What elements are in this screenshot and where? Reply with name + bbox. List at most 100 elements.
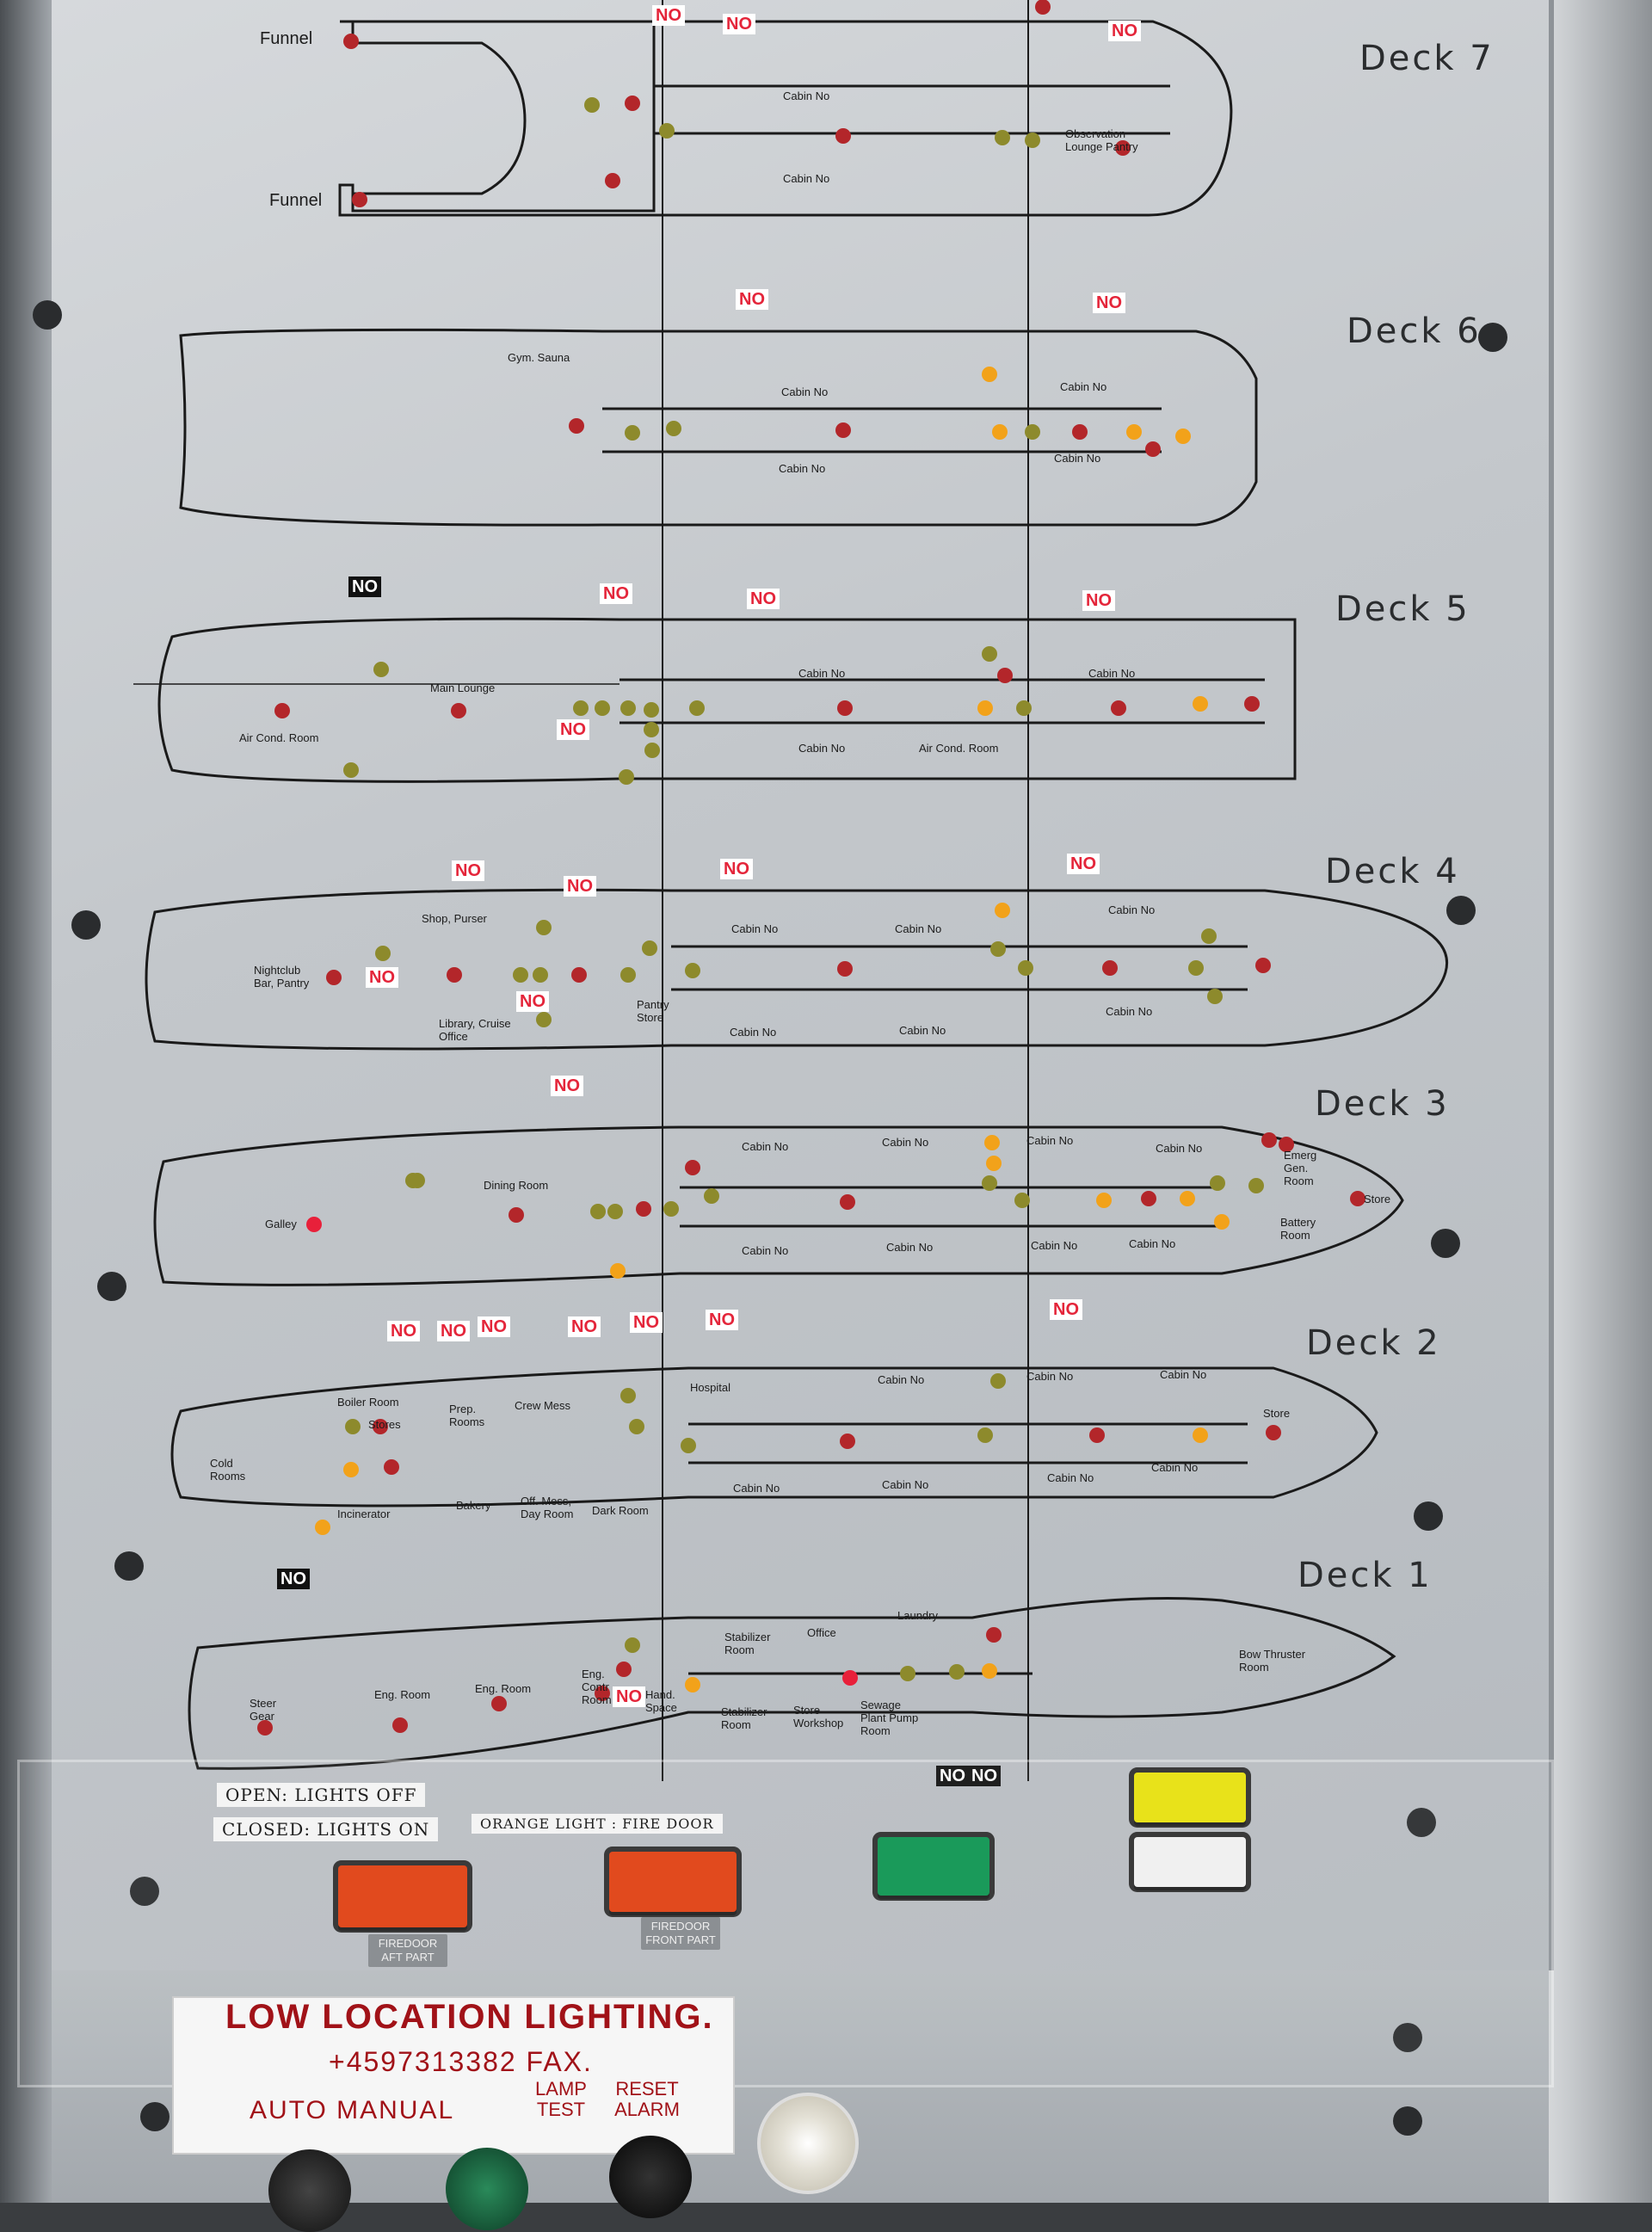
cabin-label: Cabin No bbox=[733, 1482, 780, 1495]
room-label: Nightclub Bar, Pantry bbox=[254, 964, 310, 990]
room-label: Hospital bbox=[690, 1381, 730, 1394]
deck6-outline bbox=[179, 328, 1258, 527]
cabin-label: Cabin No bbox=[1031, 1239, 1078, 1252]
no-marker: NO bbox=[348, 576, 381, 597]
cabin-label: Cabin No bbox=[742, 1140, 789, 1153]
sign-fax: +4597313382 FAX. bbox=[329, 2046, 593, 2077]
deck2-outline bbox=[170, 1366, 1378, 1508]
no-marker: NO bbox=[1082, 590, 1115, 611]
no-marker: NO bbox=[478, 1316, 510, 1337]
no-marker: NO bbox=[564, 876, 596, 897]
room-label: Shop, Purser bbox=[422, 912, 487, 925]
cabin-label: Cabin No bbox=[1026, 1370, 1074, 1383]
deck-1-title: Deck 1 bbox=[1298, 1556, 1433, 1595]
room-label: Pantry Store bbox=[637, 998, 669, 1024]
room-label: Laundry bbox=[897, 1609, 938, 1622]
firedoor-front-plate: FIREDOOR FRONT PART bbox=[641, 1917, 720, 1950]
lamp-test-button[interactable] bbox=[878, 1837, 989, 1896]
no-marker: NO bbox=[968, 1766, 1001, 1786]
cabin-label: Cabin No bbox=[1160, 1368, 1207, 1381]
room-label: Eng. Room bbox=[374, 1688, 431, 1701]
room-label: Air Cond. Room bbox=[239, 731, 319, 744]
bells-off-button[interactable] bbox=[1134, 1837, 1246, 1887]
room-label: Library, Cruise Office bbox=[439, 1017, 511, 1043]
room-label: Steer Gear bbox=[250, 1697, 277, 1723]
no-marker: NO bbox=[366, 967, 398, 988]
firedoor-aft-button[interactable] bbox=[338, 1865, 467, 1927]
no-marker: NO bbox=[516, 991, 549, 1012]
deck4-outline bbox=[145, 888, 1448, 1051]
deck-2-title: Deck 2 bbox=[1306, 1323, 1441, 1363]
no-marker: NO bbox=[630, 1312, 663, 1333]
no-marker: NO bbox=[1108, 21, 1141, 41]
sign-title: LOW LOCATION LIGHTING. bbox=[225, 1998, 714, 2036]
room-label: Dining Room bbox=[484, 1179, 549, 1192]
room-label: Stores bbox=[368, 1418, 401, 1431]
bells-on-button[interactable] bbox=[1134, 1773, 1246, 1822]
cabin-label: Cabin No bbox=[731, 922, 779, 935]
no-marker: NO bbox=[706, 1310, 738, 1330]
room-label: Store bbox=[1364, 1193, 1391, 1205]
cabin-label: Cabin No bbox=[798, 742, 846, 755]
cabin-label: Cabin No bbox=[1129, 1237, 1176, 1250]
no-marker: NO bbox=[551, 1076, 583, 1096]
no-marker: NO bbox=[1067, 854, 1100, 874]
no-marker: NO bbox=[600, 583, 632, 604]
auto-manual-switch[interactable] bbox=[268, 2149, 351, 2232]
room-label: Air Cond. Room bbox=[919, 742, 999, 755]
cabin-label: Cabin No bbox=[730, 1026, 777, 1039]
room-label: Stabilizer Room bbox=[721, 1705, 767, 1731]
sign-lamp-test: LAMP TEST bbox=[535, 2078, 587, 2120]
room-label: Galley bbox=[265, 1218, 297, 1230]
cabin-label: Cabin No bbox=[878, 1373, 925, 1386]
deck-3-title: Deck 3 bbox=[1315, 1084, 1450, 1124]
room-label: Store Workshop bbox=[793, 1704, 844, 1729]
cabin-label: Cabin No bbox=[1088, 667, 1136, 680]
cabin-label: Cabin No bbox=[899, 1024, 946, 1037]
room-label: Observation Lounge Pantry bbox=[1065, 127, 1138, 153]
room-label: Main Lounge bbox=[430, 681, 496, 694]
cabin-label: Cabin No bbox=[1054, 452, 1101, 465]
cabin-label: Cabin No bbox=[1047, 1471, 1094, 1484]
reset-alarm-knob[interactable] bbox=[609, 2136, 692, 2218]
room-label: Bow Thruster Room bbox=[1239, 1648, 1306, 1674]
low-location-lighting-sign: LOW LOCATION LIGHTING. +4597313382 FAX. … bbox=[172, 1996, 735, 2155]
deck5-outline bbox=[157, 617, 1297, 783]
room-label: Prep. Rooms bbox=[449, 1403, 485, 1428]
no-marker: NO bbox=[723, 14, 755, 34]
cabin-label: Cabin No bbox=[1108, 903, 1156, 916]
led-indicators bbox=[257, 0, 1365, 1736]
cabin-label: Cabin No bbox=[798, 667, 846, 680]
funnel-label-bottom: Funnel bbox=[269, 191, 323, 210]
no-marker: NO bbox=[747, 589, 780, 609]
cabin-label: Cabin No bbox=[779, 462, 826, 475]
room-label: Sewage Plant Pump Room bbox=[860, 1699, 919, 1737]
legend-orange: ORANGE LIGHT : FIRE DOOR bbox=[472, 1814, 723, 1834]
cabin-label: Cabin No bbox=[882, 1478, 929, 1491]
room-label: Dark Room bbox=[592, 1504, 649, 1517]
room-label: Bakery bbox=[456, 1499, 491, 1512]
deck-4-title: Deck 4 bbox=[1325, 852, 1460, 891]
legend-closed: CLOSED: LIGHTS ON bbox=[213, 1817, 439, 1841]
cabin-label: Cabin No bbox=[1026, 1134, 1074, 1147]
no-marker: NO bbox=[720, 859, 753, 879]
no-marker: NO bbox=[387, 1321, 420, 1341]
legend-open: OPEN: LIGHTS OFF bbox=[217, 1783, 426, 1807]
room-label: Gym. Sauna bbox=[508, 351, 570, 364]
room-label: Store bbox=[1263, 1407, 1291, 1420]
mimic-panel bbox=[52, 0, 1554, 1970]
cabin-label: Cabin No bbox=[1060, 380, 1107, 393]
sign-auto-manual: AUTO MANUAL bbox=[250, 2096, 455, 2124]
no-marker: NO bbox=[613, 1686, 645, 1707]
deck1-outline bbox=[188, 1597, 1396, 1770]
room-label: Incinerator bbox=[337, 1508, 391, 1520]
firedoor-aft-plate: FIREDOOR AFT PART bbox=[368, 1934, 447, 1967]
no-marker: NO bbox=[437, 1321, 470, 1341]
cabin-label: Cabin No bbox=[781, 385, 829, 398]
lamp-test-knob[interactable] bbox=[446, 2148, 528, 2230]
no-marker: NO bbox=[557, 719, 589, 740]
cabin-label: Cabin No bbox=[742, 1244, 789, 1257]
deck3-outline bbox=[153, 1125, 1404, 1286]
firedoor-front-button[interactable] bbox=[609, 1852, 737, 1912]
